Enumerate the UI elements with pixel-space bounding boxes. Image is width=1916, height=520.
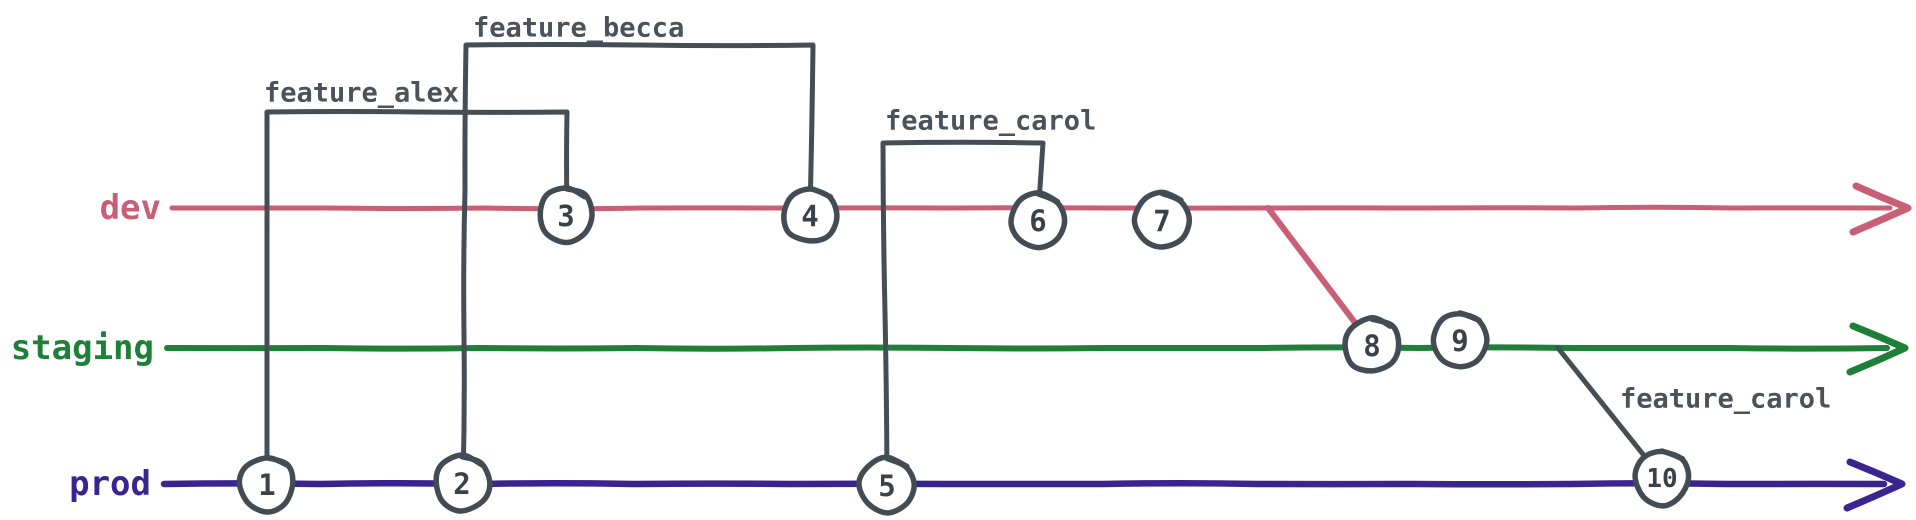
commit-number-10: 10: [1646, 464, 1677, 494]
commit-number-5: 5: [878, 469, 895, 503]
feature-branch-line-feature_carol-2: [880, 139, 1046, 485]
commit-node-10: [1632, 448, 1692, 509]
commit-node-6: [1008, 190, 1068, 251]
commit-node-2: [433, 452, 493, 514]
branch-label-staging: staging: [11, 328, 154, 368]
commit-number-1: 1: [258, 468, 275, 502]
branch-arrowhead-dev: [1849, 182, 1912, 236]
commit-node-9: [1430, 310, 1490, 370]
commit-number-4: 4: [801, 199, 818, 233]
commit-node-5: [856, 454, 917, 516]
branch-line-staging: [164, 344, 1890, 352]
commit-number-3: 3: [557, 199, 574, 233]
commit-node-7: [1131, 189, 1193, 250]
commit-node-4: [781, 185, 840, 244]
feature-branch-line-feature_alex-0: [264, 108, 570, 484]
commit-number-6: 6: [1029, 204, 1046, 238]
commit-number-2: 2: [453, 467, 470, 501]
merge-edge-label-1: feature_carol: [1620, 384, 1831, 415]
commit-number-7: 7: [1153, 204, 1170, 238]
feature-branch-line-feature_becca-1: [460, 41, 816, 483]
commit-node-3: [537, 185, 595, 246]
commit-node-8: [1342, 314, 1402, 374]
commit-node-1: [236, 454, 296, 515]
feature-branch-label-1: feature_becca: [473, 13, 684, 44]
branch-label-prod: prod: [69, 464, 151, 504]
commit-number-8: 8: [1363, 329, 1380, 363]
branch-arrowhead-staging: [1846, 322, 1909, 376]
branch-arrowhead-prod: [1843, 458, 1906, 512]
feature-branch-label-2: feature_carol: [885, 106, 1096, 137]
commit-number-9: 9: [1451, 324, 1468, 358]
branch-label-dev: dev: [100, 188, 161, 228]
feature-branch-label-0: feature_alex: [264, 78, 459, 109]
branch-line-prod: [160, 480, 1888, 488]
